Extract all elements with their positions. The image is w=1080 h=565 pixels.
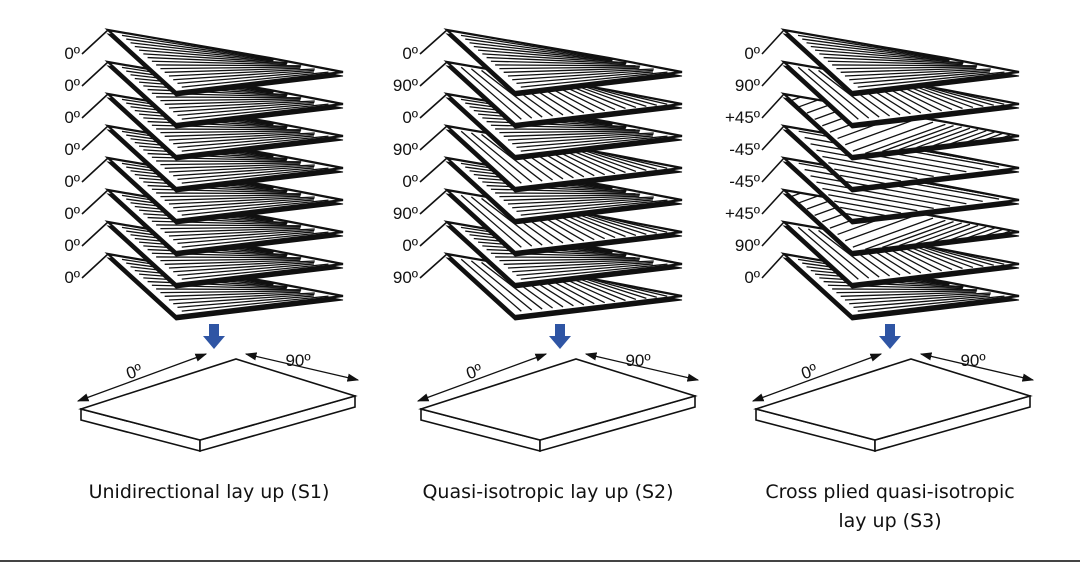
caption-s3-line-2: lay up (S3) [838, 510, 942, 532]
ply-angle-label: 90º [735, 236, 760, 255]
axis-90-label: 90º [625, 351, 650, 370]
ply-angle-label: 0º [402, 172, 418, 191]
axis-0-label: 0º [464, 360, 485, 383]
caption-s1: Unidirectional lay up (S1) [44, 478, 374, 507]
consolidation-arrow-icon [203, 324, 225, 349]
panel-s3: 0º 90º +45º -45º -45º +45º 90º 0º 0º 90º [725, 28, 1035, 453]
laminate-s2: 0º 90º [416, 351, 700, 453]
consolidation-arrow-icon [549, 324, 571, 349]
ply-angle-label: 0º [402, 108, 418, 127]
ply-angle-label: +45º [725, 108, 760, 127]
ply-angle-label: 0º [64, 140, 80, 159]
ply-s3-1: 0º [744, 28, 1020, 97]
ply-angle-label: 90º [735, 76, 760, 95]
ply-angle-label: 90º [393, 76, 418, 95]
ply-angle-label: 0º [64, 236, 80, 255]
axis-90-arrow-icon [244, 352, 360, 382]
caption-s3: Cross plied quasi-isotropic lay up (S3) [720, 478, 1060, 536]
ply-s2-1: 0º [402, 28, 683, 97]
axis-0-label: 0º [124, 360, 145, 383]
ply-angle-label: 0º [64, 76, 80, 95]
axis-90-label: 90º [285, 351, 310, 370]
laminate-s1: 0º 90º [76, 351, 360, 453]
ply-angle-label: 0º [64, 108, 80, 127]
ply-angle-label: +45º [725, 204, 760, 223]
caption-s2-line-1: Quasi-isotropic lay up (S2) [422, 481, 674, 503]
ply-angle-label: 0º [64, 172, 80, 191]
axis-90-label: 90º [960, 351, 985, 370]
laminate-s3: 0º 90º [751, 351, 1035, 453]
axis-90-arrow-icon [584, 352, 700, 382]
ply-angle-label: 90º [393, 140, 418, 159]
ply-angle-label: 0º [64, 44, 80, 63]
axis-90-arrow-icon [919, 352, 1035, 382]
ply-angle-label: 90º [393, 268, 418, 287]
panel-s1: 0º 0º 0º 0º 0º 0º 0º 0º 0º 90º [64, 28, 360, 453]
ply-angle-label: -45º [729, 140, 760, 159]
ply-angle-label: 0º [402, 44, 418, 63]
ply-angle-label: 0º [64, 204, 80, 223]
panel-s2: 90º 0º 90º 0º 90º 0º 90º 0º 0º 90º [393, 28, 700, 453]
ply-angle-label: 0º [402, 236, 418, 255]
ply-angle-label: 0º [744, 44, 760, 63]
bottom-divider [0, 560, 1080, 562]
consolidation-arrow-icon [879, 324, 901, 349]
ply-angle-label: 0º [744, 268, 760, 287]
axis-0-label: 0º [799, 360, 820, 383]
ply-s1-1: 0º [64, 28, 344, 97]
ply-angle-label: -45º [729, 172, 760, 191]
axis-0-arrow-icon [76, 353, 208, 402]
axis-0-arrow-icon [416, 353, 548, 402]
ply-angle-label: 90º [393, 204, 418, 223]
ply-angle-label: 0º [64, 268, 80, 287]
axis-0-arrow-icon [751, 353, 883, 402]
caption-s1-line-1: Unidirectional lay up (S1) [88, 481, 330, 503]
caption-s3-line-1: Cross plied quasi-isotropic [765, 481, 1015, 503]
caption-s2: Quasi-isotropic lay up (S2) [383, 478, 713, 507]
